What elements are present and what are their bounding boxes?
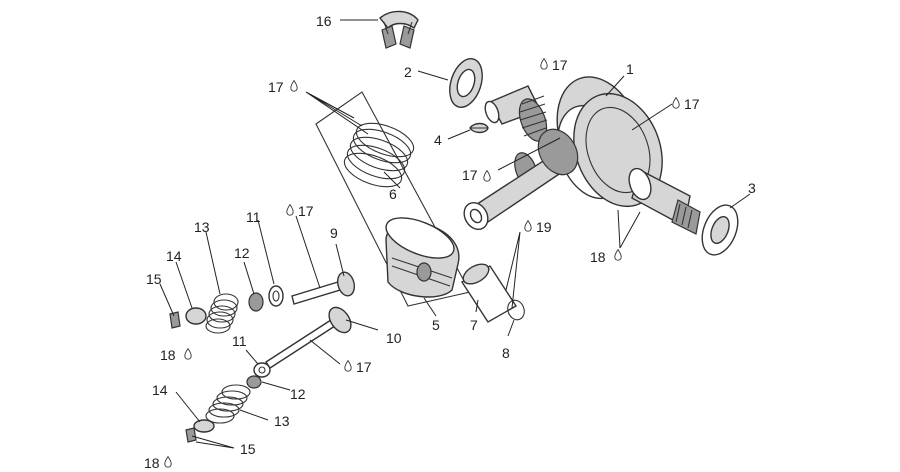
part-9-valve — [291, 271, 356, 305]
callout-4: 4 — [434, 132, 442, 148]
part-7-piston-pin — [461, 263, 517, 323]
drop-icon — [290, 80, 298, 92]
part-1-crankshaft — [463, 76, 701, 235]
callout-19: 19 — [536, 219, 552, 235]
callout-12: 12 — [290, 386, 306, 402]
part-11-seal-upper — [268, 285, 284, 307]
callout-9: 9 — [330, 225, 338, 241]
drop-icon — [164, 456, 172, 468]
part-12-seal-lower — [246, 375, 262, 389]
part-12-seal-upper — [248, 292, 264, 312]
drop-icon — [483, 170, 491, 182]
callout-8: 8 — [502, 345, 510, 361]
callout-labels: 16 2 17 1 17 17 4 17 3 6 17 11 13 19 9 1… — [144, 13, 756, 471]
drop-icon — [184, 348, 192, 360]
callout-18: 18 — [144, 455, 160, 471]
callout-1: 1 — [626, 61, 634, 77]
part-2-thrust-washer — [449, 58, 483, 108]
callout-17: 17 — [298, 203, 314, 219]
drop-icon — [344, 360, 352, 372]
callout-7: 7 — [470, 317, 478, 333]
callout-6: 6 — [389, 186, 397, 202]
drop-icon — [614, 249, 622, 261]
drop-icon — [524, 220, 532, 232]
callout-14: 14 — [166, 248, 182, 264]
part-16-bearing-shell — [379, 10, 419, 49]
callout-3: 3 — [748, 180, 756, 196]
drop-icon — [672, 97, 680, 109]
callout-11: 11 — [246, 209, 261, 225]
callout-18: 18 — [590, 249, 606, 265]
drop-icon — [540, 58, 548, 70]
callout-18: 18 — [160, 347, 176, 363]
part-14-retainer-upper — [185, 307, 207, 325]
part-15-cotters-lower — [185, 427, 197, 443]
callout-17: 17 — [684, 96, 700, 112]
callout-16: 16 — [316, 13, 332, 29]
part-13-spring-lower — [205, 384, 251, 424]
part-11-seal-lower — [253, 362, 271, 378]
callout-2: 2 — [404, 64, 412, 80]
part-14-retainer-lower — [193, 419, 215, 433]
part-5-piston — [385, 217, 460, 298]
leader-lines — [159, 19, 751, 449]
callout-12: 12 — [234, 245, 250, 261]
callout-5: 5 — [432, 317, 440, 333]
drop-icon — [286, 204, 294, 216]
part-6-piston-rings — [343, 122, 415, 188]
callout-10: 10 — [386, 330, 402, 346]
callout-13: 13 — [274, 413, 290, 429]
part-15-cotters-upper — [169, 311, 181, 329]
callout-17: 17 — [552, 57, 568, 73]
callout-17: 17 — [268, 79, 284, 95]
callout-11: 11 — [232, 333, 247, 349]
callout-15: 15 — [240, 441, 256, 457]
part-10-valve — [265, 306, 352, 369]
callout-14: 14 — [152, 382, 168, 398]
part-4-woodruff-key — [469, 122, 489, 134]
callout-15: 15 — [146, 271, 162, 287]
part-3-washer — [701, 204, 739, 256]
part-13-spring-upper — [205, 293, 239, 334]
callout-13: 13 — [194, 219, 210, 235]
callout-17: 17 — [356, 359, 372, 375]
callout-17: 17 — [462, 167, 478, 183]
